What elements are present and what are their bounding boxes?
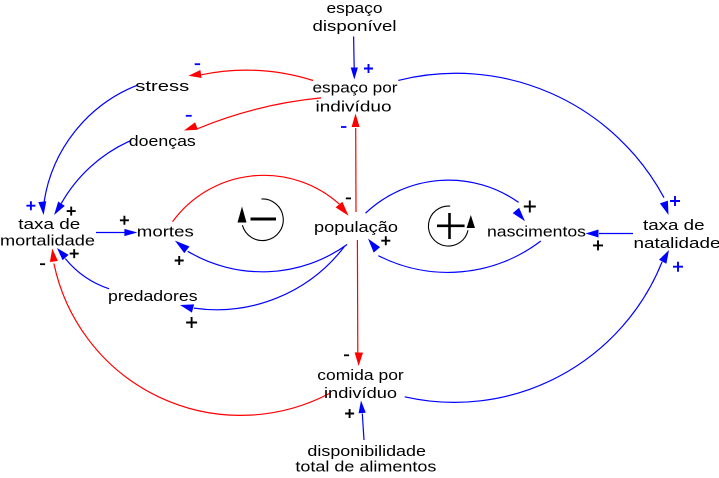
svg-text:mortalidade: mortalidade [0, 233, 95, 250]
svg-text:taxa de: taxa de [643, 217, 705, 234]
svg-text:disponível: disponível [313, 18, 397, 35]
svg-text:mortes: mortes [137, 224, 194, 241]
svg-text:nascimentos: nascimentos [487, 224, 586, 241]
svg-text:taxa de: taxa de [18, 216, 80, 233]
svg-text:disponibilidade: disponibilidade [307, 443, 426, 460]
svg-text:doenças: doenças [129, 133, 196, 150]
svg-text:indivíduo: indivíduo [324, 385, 397, 402]
svg-text:natalidade: natalidade [634, 235, 719, 252]
svg-text:total de alimentos: total de alimentos [295, 459, 436, 476]
svg-text:espaço: espaço [327, 0, 383, 17]
svg-text:predadores: predadores [108, 288, 198, 305]
svg-text:espaço por: espaço por [313, 80, 398, 97]
svg-text:população: população [314, 219, 398, 236]
svg-text:stress: stress [135, 78, 189, 95]
svg-text:indivíduo: indivíduo [316, 99, 392, 116]
svg-text:comida por: comida por [317, 367, 404, 384]
